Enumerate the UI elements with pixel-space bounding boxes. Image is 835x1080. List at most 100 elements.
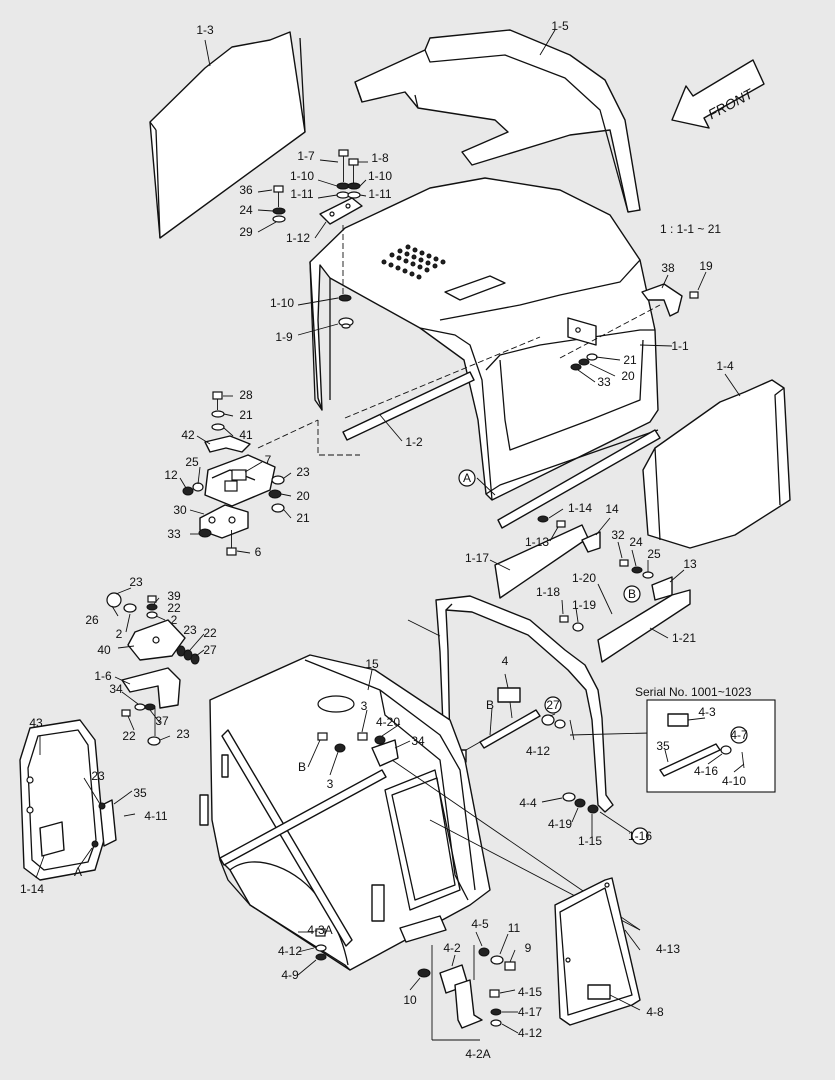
part-callout: 33 bbox=[597, 375, 611, 389]
hinge-bracket-group bbox=[106, 592, 200, 746]
part-callout: 4-12 bbox=[278, 944, 302, 958]
part-callout: 4-16 bbox=[694, 764, 718, 778]
reference-markers bbox=[458, 469, 748, 845]
side-door-4-2 bbox=[554, 877, 641, 1026]
part-callout: 23 bbox=[129, 575, 143, 589]
part-callout: 12 bbox=[164, 468, 178, 482]
seal-strip-1-2 bbox=[342, 371, 475, 441]
part-callout: 32 bbox=[611, 528, 625, 542]
part-callout: 23 bbox=[296, 465, 310, 479]
part-callout: 1-20 bbox=[572, 571, 596, 585]
part-callout: 3 bbox=[361, 699, 368, 713]
part-callout: 1-18 bbox=[536, 585, 560, 599]
part-callout: 38 bbox=[661, 261, 675, 275]
bracket-1-21 bbox=[597, 589, 691, 663]
part-callout: 9 bbox=[525, 941, 532, 955]
hinge-assembly-7 bbox=[182, 391, 285, 556]
part-callout: 14 bbox=[605, 502, 619, 516]
part-callout: 4-10 bbox=[722, 774, 746, 788]
reference-marker-label: B bbox=[628, 587, 636, 601]
part-callout: 4-8 bbox=[646, 1005, 664, 1019]
part-callout: 22 bbox=[167, 601, 181, 615]
part-callout: 1-12 bbox=[286, 231, 310, 245]
part-callout: 28 bbox=[239, 388, 253, 402]
reference-marker-label: 27 bbox=[546, 698, 560, 712]
part-callout: 13 bbox=[683, 557, 697, 571]
vent-grille bbox=[381, 244, 446, 280]
part-callout: 1-14 bbox=[568, 501, 592, 515]
lower-hinge-group bbox=[417, 945, 516, 1041]
part-callout: 1-19 bbox=[572, 598, 596, 612]
reference-marker-label: 4-7 bbox=[730, 728, 748, 742]
part-callout: 1-21 bbox=[672, 631, 696, 645]
part-callout: 20 bbox=[296, 489, 310, 503]
part-callout: 29 bbox=[239, 225, 253, 239]
part-callout: 22 bbox=[122, 729, 136, 743]
part-callout: 24 bbox=[239, 203, 253, 217]
part-callout: 42 bbox=[181, 428, 195, 442]
part-callout: 1-7 bbox=[297, 149, 315, 163]
part-callout: 4-12 bbox=[526, 744, 550, 758]
part-callout: 1-5 bbox=[551, 19, 569, 33]
part-callout: 21 bbox=[239, 408, 253, 422]
part-callout: 1-8 bbox=[371, 151, 389, 165]
part-callout: 1-3 bbox=[196, 23, 214, 37]
part-callout: 15 bbox=[365, 657, 379, 671]
part-callout: 23 bbox=[183, 623, 197, 637]
part-callout: 1-6 bbox=[94, 669, 112, 683]
side-panel-1-3 bbox=[149, 31, 306, 239]
part-callout: 30 bbox=[173, 503, 187, 517]
part-callout: 23 bbox=[176, 727, 190, 741]
part-callout: 4-3A bbox=[307, 923, 332, 937]
front-arrow-icon bbox=[671, 59, 765, 129]
part-callout: 35 bbox=[656, 739, 670, 753]
part-callout: 4-2A bbox=[465, 1047, 490, 1061]
part-callout: 34 bbox=[411, 734, 425, 748]
part-callout: 22 bbox=[203, 626, 217, 640]
side-panel-1-4 bbox=[642, 379, 791, 549]
part-callout: 4-20 bbox=[376, 715, 400, 729]
part-callout: 1-10 bbox=[368, 169, 392, 183]
reference-marker-label: A bbox=[463, 471, 471, 485]
part-callout: 40 bbox=[97, 643, 111, 657]
part-callout: 11 bbox=[508, 921, 521, 935]
part-callout: 1-11 bbox=[290, 187, 313, 201]
part-callout: 1-9 bbox=[275, 330, 293, 344]
part-callout: 4 bbox=[502, 654, 509, 668]
part-callout: 1-17 bbox=[465, 551, 489, 565]
part-callout: 43 bbox=[29, 716, 43, 730]
part-callout: 27 bbox=[203, 643, 217, 657]
serial-note: Serial No. 1001~1023 bbox=[635, 685, 752, 699]
part-callout: 4-9 bbox=[281, 968, 299, 982]
part-callout: 4-11 bbox=[144, 809, 167, 823]
part-callout: 4-12 bbox=[518, 1026, 542, 1040]
part-callout: 39 bbox=[167, 589, 181, 603]
part-callout: 25 bbox=[185, 455, 199, 469]
part-callout: 4-3 bbox=[698, 705, 716, 719]
hinge-bolt-stack bbox=[272, 149, 363, 329]
part-callout: 3 bbox=[327, 777, 334, 791]
hood-1-1 bbox=[309, 177, 659, 501]
part-callout: 1-2 bbox=[405, 435, 423, 449]
part-callout: 36 bbox=[239, 183, 253, 197]
part-callout: B bbox=[298, 760, 306, 774]
part-callout: 33 bbox=[167, 527, 181, 541]
part-callout: 23 bbox=[91, 769, 105, 783]
part-callout: B bbox=[486, 698, 494, 712]
scale-note: 1 : 1-1 ~ 21 bbox=[660, 222, 721, 236]
part-callout: 1-11 bbox=[368, 187, 391, 201]
part-callout: 1-4 bbox=[716, 359, 734, 373]
part-callout: 2 bbox=[116, 627, 123, 641]
part-callout: 34 bbox=[109, 682, 123, 696]
part-callout: 4-19 bbox=[548, 817, 572, 831]
part-callout: 6 bbox=[255, 545, 262, 559]
part-callout: 4-17 bbox=[518, 1005, 542, 1019]
part-callout: 10 bbox=[403, 993, 417, 1007]
part-callout: 19 bbox=[699, 259, 713, 273]
part-callout: 26 bbox=[85, 613, 99, 627]
part-callout: 21 bbox=[623, 353, 637, 367]
part-callout: 1-10 bbox=[290, 169, 314, 183]
part-callout: 4-2 bbox=[443, 941, 461, 955]
part-callout: 4-4 bbox=[519, 796, 537, 810]
